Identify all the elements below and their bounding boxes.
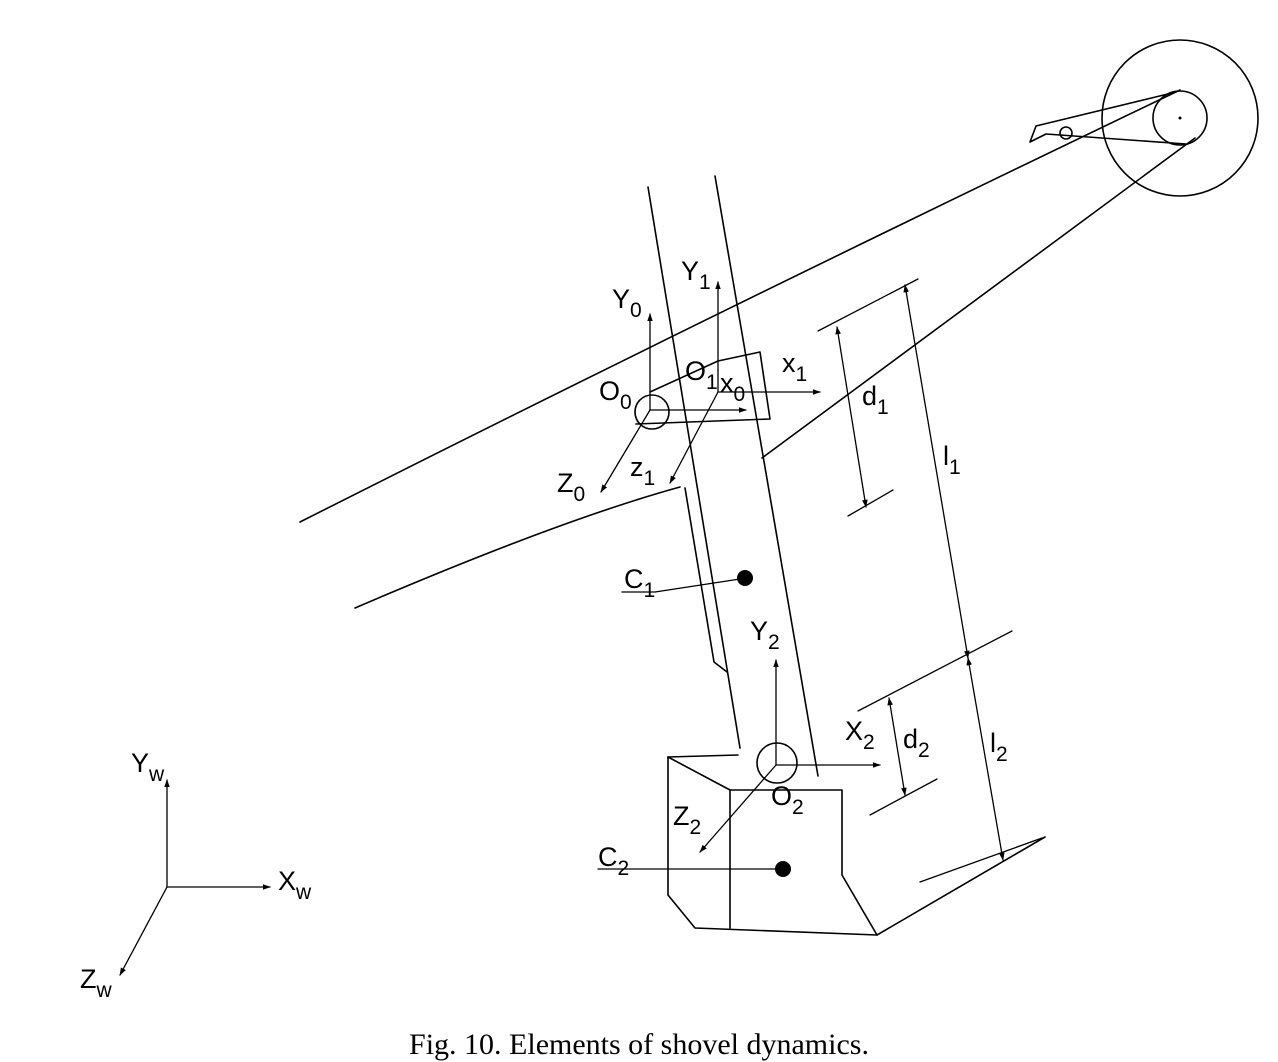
frame-2-axes (699, 659, 881, 853)
svg-text:z1: z1 (630, 452, 655, 490)
label-c1: C1 (624, 564, 655, 602)
label-y2: Y2 (750, 616, 780, 654)
svg-text:Yw: Yw (131, 748, 165, 786)
label-y0: Y0 (612, 284, 642, 322)
label-o1: O1 (685, 356, 718, 394)
label-zw: Zw (80, 964, 113, 1002)
label-z0: Z0 (557, 468, 585, 506)
label-z1: z1 (630, 452, 655, 490)
svg-text:Xw: Xw (278, 866, 312, 904)
svg-text:Y1: Y1 (681, 256, 711, 294)
svg-text:C2: C2 (598, 842, 629, 880)
svg-text:x1: x1 (782, 348, 807, 386)
label-l1: l1 (943, 441, 961, 479)
svg-text:Y0: Y0 (612, 284, 642, 322)
center-of-mass-c2 (597, 861, 791, 877)
frame-1-axes (669, 281, 821, 484)
svg-text:X2: X2 (845, 716, 875, 754)
svg-text:C1: C1 (624, 564, 655, 602)
svg-text:d2: d2 (903, 724, 930, 762)
label-d1: d1 (862, 381, 889, 419)
boom (299, 89, 1196, 609)
svg-text:O0: O0 (599, 376, 632, 414)
center-of-mass-c1 (621, 570, 753, 593)
svg-text:d1: d1 (862, 381, 889, 419)
label-yw: Yw (131, 748, 165, 786)
boom-point-sheave (1029, 39, 1259, 197)
label-d2: d2 (903, 724, 930, 762)
dipper-handle (634, 175, 819, 777)
frame-0-axes (600, 313, 747, 493)
svg-text:O1: O1 (685, 356, 718, 394)
label-l2: l2 (990, 728, 1008, 766)
dimension-d1 (817, 278, 919, 517)
svg-text:Z0: Z0 (557, 468, 585, 506)
svg-text:l2: l2 (990, 728, 1008, 766)
label-xw: Xw (278, 866, 312, 904)
label-x0: x0 (720, 368, 745, 406)
label-o0: O0 (599, 376, 632, 414)
svg-text:l1: l1 (943, 441, 961, 479)
label-x2: X2 (845, 716, 875, 754)
svg-text:Y2: Y2 (750, 616, 780, 654)
label-x1: x1 (782, 348, 807, 386)
svg-text:x0: x0 (720, 368, 745, 406)
label-o2: O2 (771, 781, 804, 819)
label-y1: Y1 (681, 256, 711, 294)
label-z2: Z2 (673, 801, 701, 839)
label-c2: C2 (598, 842, 629, 880)
dimension-d2 (869, 697, 938, 816)
svg-text:O2: O2 (771, 781, 804, 819)
figure-caption: Fig. 10. Elements of shovel dynamics. (409, 1028, 869, 1061)
svg-text:Z2: Z2 (673, 801, 701, 839)
dimension-l1-l2 (857, 284, 1043, 883)
world-axes (119, 779, 271, 976)
dipper-bucket (667, 742, 1046, 936)
svg-text:Zw: Zw (80, 964, 113, 1002)
